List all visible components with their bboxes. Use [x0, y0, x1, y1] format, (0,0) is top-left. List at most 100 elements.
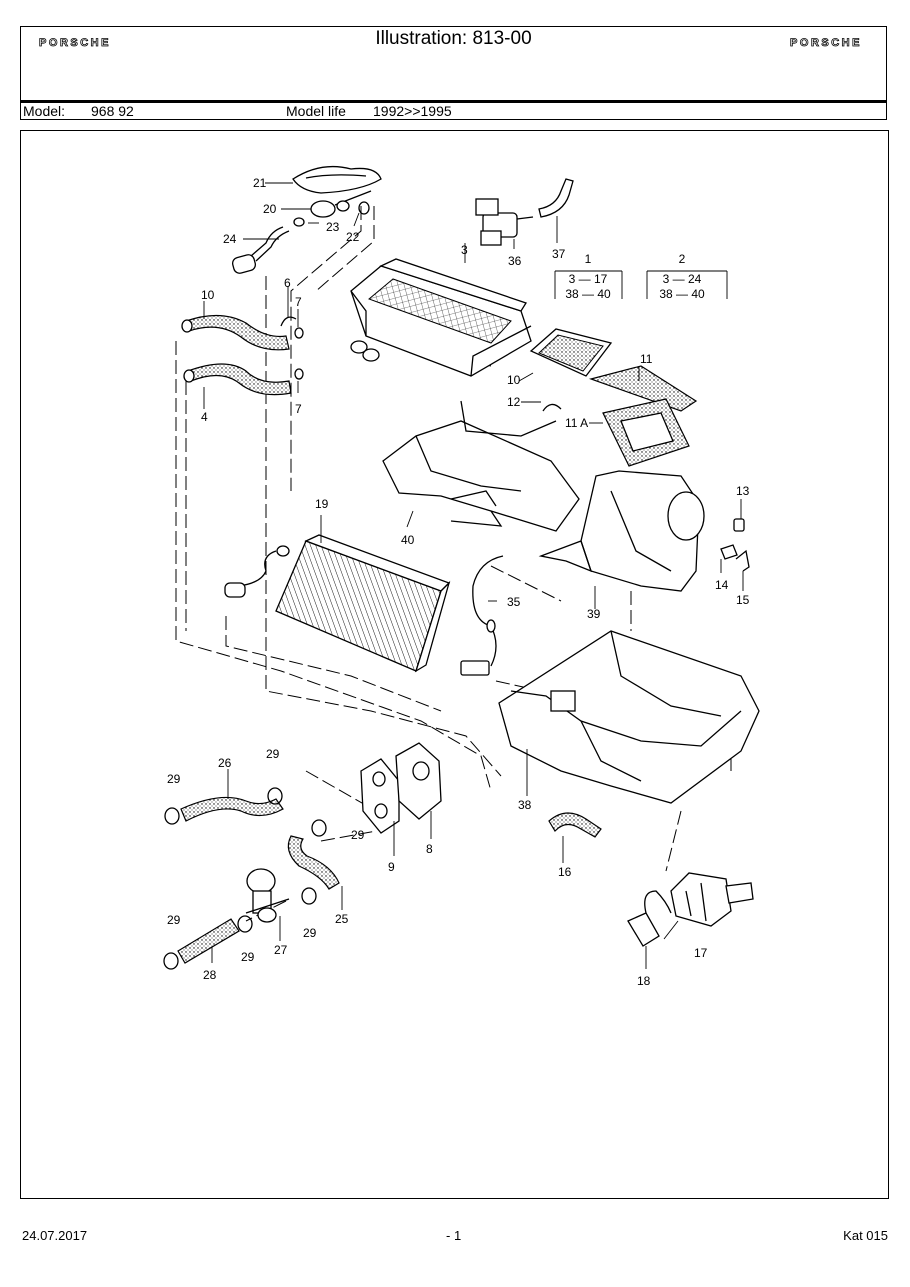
part-7-seal-lower — [294, 368, 304, 380]
part-29-clamp-e — [237, 915, 253, 933]
part-26-hose — [180, 796, 284, 822]
part-29-clamp-d — [163, 952, 179, 970]
group-table-2: 2 3 — 24 38 — 40 — [646, 252, 728, 301]
part-29-clamp-a — [164, 807, 180, 825]
label-35: 35 — [507, 595, 521, 609]
label-8: 8 — [426, 842, 433, 856]
label-18: 18 — [637, 974, 651, 988]
porsche-logo-right: PORSCHE — [774, 34, 878, 50]
label-20: 20 — [263, 202, 277, 216]
label-17: 16 — [558, 865, 572, 879]
label-9: 9 — [388, 860, 395, 874]
group-1-row-2: 38 — 40 — [565, 287, 611, 301]
label-36: 36 — [508, 254, 522, 268]
part-14-sensor — [720, 544, 738, 560]
label-29-a: 29 — [167, 772, 181, 786]
label-23: 23 — [326, 220, 340, 234]
label-22: 22 — [346, 230, 360, 244]
label-6: 6 — [284, 276, 291, 290]
leader-lines — [203, 182, 744, 969]
part-23-ring — [293, 217, 305, 227]
part-21-bracket — [292, 165, 382, 194]
part-15-bracket — [735, 549, 750, 572]
page-title: Illustration: 813-00 — [375, 28, 532, 49]
label-29-b: 29 — [266, 747, 280, 761]
label-40: 40 — [401, 533, 415, 547]
part-24-pipe — [232, 226, 290, 274]
part-28-hose — [177, 918, 240, 964]
illustration-frame: 1 3 — 17 38 — 40 2 3 — 24 38 — 40 — [20, 130, 889, 1199]
group-1-row-1: 3 — 17 — [569, 272, 608, 286]
label-12: 12 — [507, 395, 521, 409]
label-24: 24 — [223, 232, 237, 246]
part-11-filter — [588, 365, 698, 412]
part-29-clamp-f — [301, 887, 317, 905]
label-27: 27 — [274, 943, 288, 957]
label-19: 19 — [315, 497, 329, 511]
part-38-lower-housing — [498, 630, 760, 804]
part-29-clamp-b — [267, 787, 283, 805]
group-2-row-2: 38 — 40 — [659, 287, 705, 301]
model-life-value: 1992>>1995 — [373, 103, 452, 119]
part-37-hose — [538, 178, 574, 218]
label-21: 21 — [253, 176, 267, 190]
label-11: 11 — [640, 352, 653, 366]
model-label: Model: — [23, 103, 66, 119]
label-28: 28 — [203, 968, 217, 982]
part-29-clamp-c — [311, 819, 327, 837]
porsche-logo-right-text: PORSCHE — [790, 37, 862, 49]
label-13: 13 — [736, 484, 750, 498]
part-10-gasket — [529, 328, 613, 377]
part-17-hose — [548, 812, 602, 838]
part-11a-filter-frame — [602, 398, 690, 467]
part-3-heater-core — [350, 258, 532, 377]
model-life-label: Model life — [286, 103, 346, 119]
label-11a: 11 A — [565, 416, 588, 430]
part-27-vacuum-valve — [245, 868, 290, 923]
part-35-sensor-wire — [460, 555, 504, 676]
label-38: 38 — [518, 798, 532, 812]
part-39-housing — [538, 470, 705, 592]
label-16: 17 — [694, 946, 708, 960]
label-29-e: 29 — [241, 950, 255, 964]
label-10: 10 — [507, 373, 521, 387]
footer-catalog: Kat 015 — [843, 1228, 888, 1243]
label-4: 4 — [201, 410, 208, 424]
part-12-clip — [542, 403, 562, 412]
part-16-blower-motor — [670, 872, 754, 927]
label-29-c: 29 — [351, 828, 365, 842]
part-20-valve — [310, 190, 372, 218]
group-2-row-1: 3 — 24 — [663, 272, 702, 286]
label-14: 14 — [715, 578, 729, 592]
footer-page-number: - 1 — [446, 1228, 462, 1243]
porsche-logo-left-text: PORSCHE — [39, 37, 111, 49]
part-6-clamp — [280, 316, 297, 327]
part-5-hose — [181, 314, 290, 351]
group-table-1: 1 3 — 17 38 — 40 — [554, 252, 623, 301]
label-39: 39 — [587, 607, 601, 621]
part-25-hose — [287, 835, 340, 890]
part-36-solenoid-valve — [475, 198, 534, 246]
label-15: 15 — [736, 593, 750, 607]
label-7-lower: 7 — [295, 402, 302, 416]
part-19-evaporator — [224, 534, 451, 673]
part-labels: 21 20 23 22 24 3 36 37 10 4 6 7 7 10 11 … — [167, 176, 750, 988]
label-3: 3 — [461, 243, 468, 257]
part-13-actuator — [733, 518, 745, 532]
group-1-number: 1 — [585, 252, 592, 266]
header-divider — [21, 100, 886, 103]
label-29-f: 29 — [303, 926, 317, 940]
label-7-upper: 7 — [295, 295, 302, 309]
group-2-number: 2 — [679, 252, 686, 266]
part-9-flange — [360, 758, 400, 834]
part-8-valve-housing — [395, 742, 442, 820]
porsche-logo-left: PORSCHE — [23, 34, 127, 50]
label-37: 37 — [552, 247, 566, 261]
model-row: Model: 968 92 Model life 1992>>1995 — [21, 103, 886, 120]
header-box: PORSCHE Illustration: 813-00 PORSCHE Mod… — [20, 26, 887, 120]
part-22-ring — [358, 201, 370, 215]
footer-date: 24.07.2017 — [22, 1228, 88, 1243]
exploded-parts-diagram: 1 3 — 17 38 — 40 2 3 — 24 38 — 40 — [163, 165, 760, 988]
part-4-hose — [183, 363, 292, 396]
part-40-housing — [382, 400, 580, 532]
